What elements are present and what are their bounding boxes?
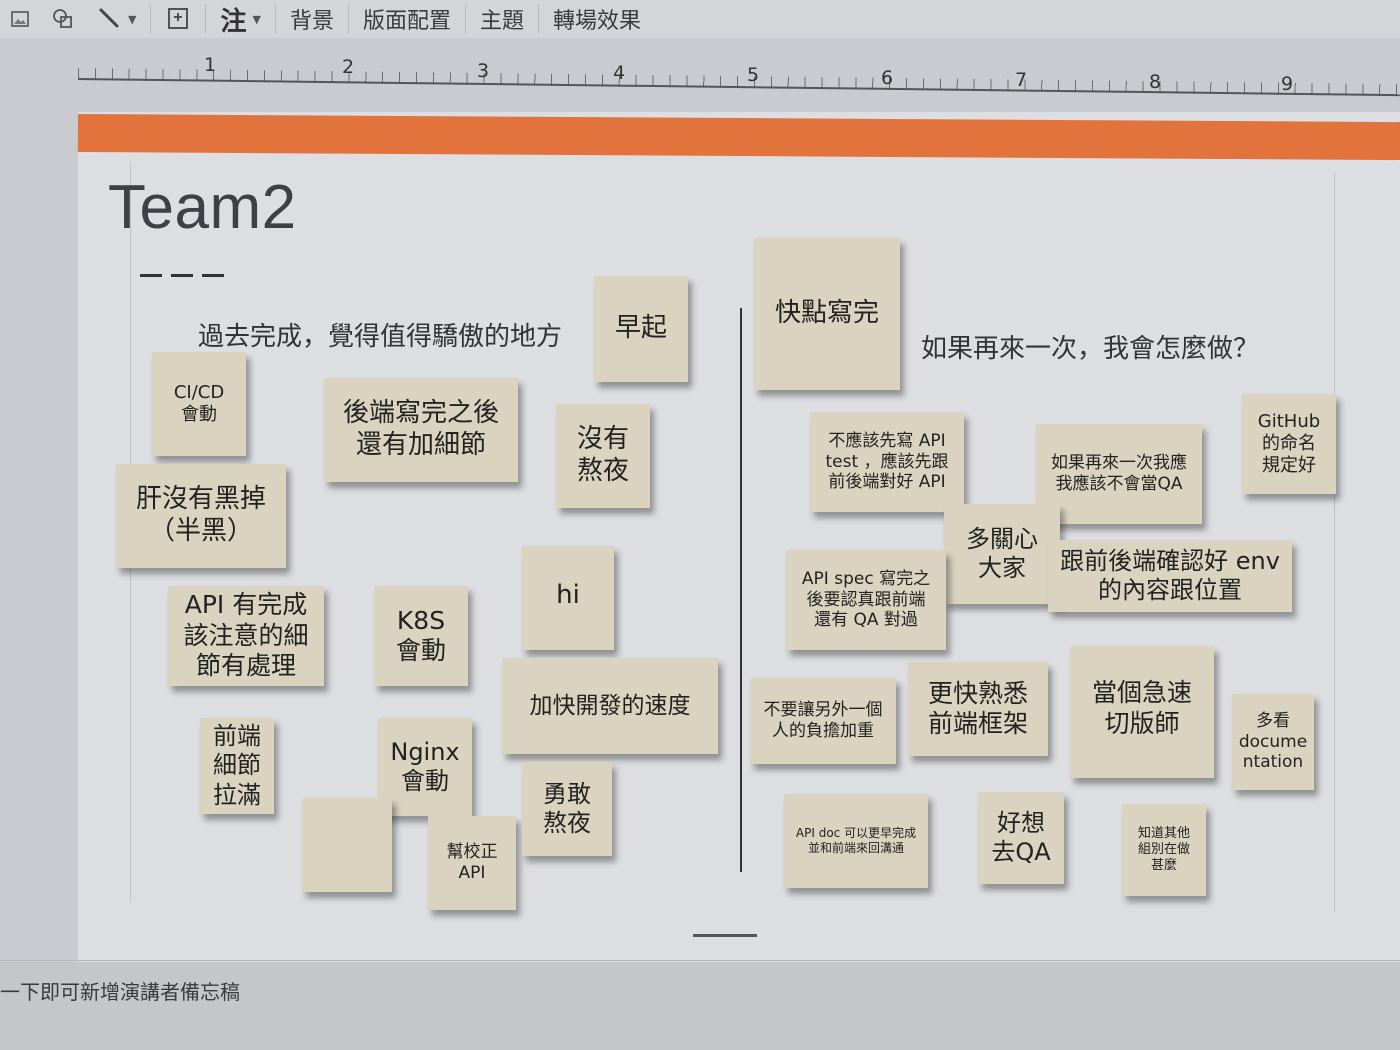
- sticky-note[interactable]: 沒有 熬夜: [556, 404, 650, 508]
- slide-accent-bar: [77, 114, 1400, 161]
- ruler-number: 2: [342, 56, 355, 78]
- toolbar-separator: [347, 4, 349, 34]
- chevron-down-icon[interactable]: ▼: [252, 12, 261, 26]
- sticky-note[interactable]: 不應該先寫 API test ，應該先跟 前後端對好 API: [810, 412, 964, 512]
- sticky-note[interactable]: 跟前後端確認好 env 的內容跟位置: [1048, 540, 1292, 612]
- sticky-note[interactable]: 不要讓另外一個 人的負擔加重: [750, 678, 896, 764]
- sticky-note[interactable]: 快點寫完: [754, 238, 900, 390]
- sticky-note[interactable]: API spec 寫完之 後要認真跟前端 還有 QA 對過: [786, 550, 946, 650]
- sticky-note[interactable]: 肝沒有黑掉 （半黑）: [116, 464, 286, 568]
- toolbar-separator: [205, 4, 207, 34]
- sticky-note[interactable]: 後端寫完之後 還有加細節: [324, 378, 518, 482]
- notes-resize-handle[interactable]: [693, 934, 757, 937]
- section-divider: [740, 308, 742, 872]
- ruler-number: 9: [1281, 73, 1294, 95]
- sticky-note[interactable]: 當個急速 切版師: [1070, 646, 1214, 778]
- ruler-number: 1: [204, 54, 217, 76]
- right-section-heading[interactable]: 如果再來一次，我會怎麼做？: [921, 334, 1260, 364]
- left-section-heading[interactable]: 過去完成，覺得值得驕傲的地方: [198, 322, 563, 352]
- background-label: 背景: [289, 9, 334, 34]
- layout-button[interactable]: 版面配置: [353, 2, 461, 36]
- sticky-note[interactable]: 好想 去QA: [978, 792, 1064, 884]
- slide-title[interactable]: Team2: [108, 173, 297, 242]
- ruler-number: 4: [613, 62, 626, 84]
- toolbar-separator: [274, 4, 276, 34]
- sticky-note[interactable]: CI/CD 會動: [152, 352, 246, 456]
- sticky-note[interactable]: K8S 會動: [374, 586, 468, 686]
- insert-textbox-icon: [165, 6, 191, 32]
- sticky-note[interactable]: API doc 可以更早完成 並和前端來回溝通: [784, 794, 928, 888]
- insert-textbox-button[interactable]: [155, 2, 201, 36]
- sticky-note[interactable]: Nginx 會動: [378, 718, 472, 816]
- sticky-note[interactable]: 加快開發的速度: [502, 658, 718, 754]
- sticky-note[interactable]: 前端 細節 拉滿: [200, 718, 274, 814]
- sticky-note[interactable]: 多關心 大家: [944, 504, 1060, 604]
- ruler-number: 5: [747, 64, 760, 86]
- shape-icon: [50, 6, 76, 32]
- background-button[interactable]: 背景: [280, 2, 344, 36]
- insert-line-button[interactable]: ▼: [86, 2, 146, 36]
- sticky-note[interactable]: 如果再來一次我應 我應該不會當QA: [1036, 424, 1202, 524]
- insert-shape-button[interactable]: [40, 2, 86, 36]
- slide-canvas[interactable]: Team2 過去完成，覺得值得驕傲的地方 如果再來一次，我會怎麼做？ 早起 CI…: [77, 112, 1400, 972]
- toolbar-separator: [150, 4, 152, 34]
- ruler-number: 6: [881, 67, 894, 89]
- sticky-note[interactable]: 勇敢 熬夜: [522, 762, 612, 856]
- sticky-note-empty[interactable]: [302, 798, 392, 892]
- sticky-note[interactable]: 知道其他 組別在做 甚麼: [1122, 804, 1206, 896]
- image-icon: [10, 9, 30, 29]
- ruler-number: 7: [1015, 69, 1028, 91]
- sticky-note[interactable]: API 有完成 該注意的細 節有處理: [168, 586, 324, 686]
- toolbar: ▼ 注 ▼ 背景 版面配置 主題 轉場效果: [0, 0, 1400, 38]
- ruler-number: 3: [477, 60, 490, 82]
- sticky-note[interactable]: 多看 docume ntation: [1232, 694, 1314, 790]
- layout-label: 版面配置: [362, 9, 451, 34]
- speaker-notes-placeholder[interactable]: 一下即可新增演講者備忘稿: [0, 980, 240, 1004]
- sticky-note[interactable]: 幫校正 API: [428, 816, 516, 910]
- sticky-note[interactable]: hi: [522, 546, 614, 650]
- toolbar-separator: [538, 4, 539, 34]
- sticky-note[interactable]: 更快熟悉 前端框架: [908, 662, 1048, 756]
- theme-label: 主題: [479, 9, 524, 34]
- comment-label: 注: [220, 6, 247, 37]
- insert-image-button[interactable]: [0, 2, 40, 36]
- speaker-notes-border: [0, 960, 1400, 961]
- slide-edge-right: [1334, 172, 1335, 912]
- title-underline: [140, 274, 224, 277]
- transition-button[interactable]: 轉場效果: [543, 2, 651, 36]
- line-icon: [96, 6, 122, 32]
- chevron-down-icon[interactable]: ▼: [128, 12, 137, 26]
- theme-button[interactable]: 主題: [470, 2, 534, 36]
- sticky-note[interactable]: GitHub 的命名 規定好: [1242, 394, 1336, 494]
- ruler-number: 8: [1149, 71, 1162, 93]
- comment-button[interactable]: 注 ▼: [210, 2, 270, 37]
- sticky-note[interactable]: 早起: [594, 276, 688, 382]
- transition-label: 轉場效果: [553, 9, 642, 34]
- speaker-notes-area[interactable]: [0, 962, 1400, 1050]
- horizontal-ruler[interactable]: 1 2 3 4 5 6 7 8 9: [77, 52, 1400, 100]
- toolbar-separator: [464, 4, 466, 34]
